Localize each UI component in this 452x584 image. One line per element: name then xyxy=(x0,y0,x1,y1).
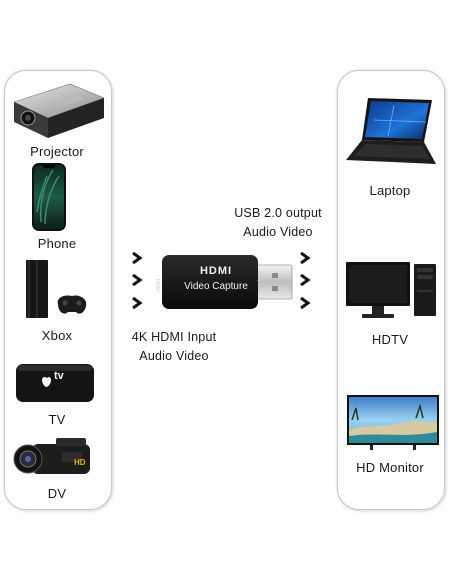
tv-box-logo-text: tv xyxy=(54,370,64,382)
hdtv-label: HDTV xyxy=(371,332,409,347)
xbox-label: Xbox xyxy=(41,328,73,343)
capture-card-name: Video Capture xyxy=(184,281,248,292)
projector-icon xyxy=(13,83,105,138)
input-arrow-icon xyxy=(132,296,143,310)
source-devices-panel xyxy=(4,70,112,510)
output-caption: USB 2.0 output Audio Video xyxy=(222,204,334,242)
input-arrow-icon xyxy=(132,251,143,265)
desktop-computer-icon xyxy=(346,262,436,318)
phone-icon xyxy=(32,163,66,231)
tv-label: TV xyxy=(48,412,66,427)
input-caption: 4K HDMI Input Audio Video xyxy=(118,328,230,366)
hd-monitor-label: HD Monitor xyxy=(356,460,424,475)
output-caption-line2: Audio Video xyxy=(243,225,313,239)
input-caption-line2: Audio Video xyxy=(139,349,209,363)
output-caption-line1: USB 2.0 output xyxy=(234,206,322,220)
input-arrow-icon xyxy=(132,273,143,287)
phone-label: Phone xyxy=(37,236,77,251)
game-console-icon xyxy=(26,260,87,318)
output-arrow-icon xyxy=(300,251,311,265)
input-caption-line1: 4K HDMI Input xyxy=(131,330,217,344)
output-arrow-icon xyxy=(300,273,311,287)
dv-label: DV xyxy=(47,486,67,501)
tv-box-icon xyxy=(16,364,94,402)
capture-card-icon xyxy=(162,255,293,309)
monitor-icon xyxy=(347,395,439,450)
camcorder-icon xyxy=(13,438,90,474)
laptop-icon xyxy=(346,98,436,164)
camcorder-logo-text: HD xyxy=(74,458,86,467)
output-arrow-icon xyxy=(300,296,311,310)
laptop-label: Laptop xyxy=(369,183,411,198)
capture-card-input-side-text: HDMI xyxy=(154,279,160,292)
capture-card-brand: HDMI xyxy=(199,265,233,277)
projector-label: Projector xyxy=(30,144,84,159)
capture-card-output-side-text: Output xyxy=(256,272,262,288)
